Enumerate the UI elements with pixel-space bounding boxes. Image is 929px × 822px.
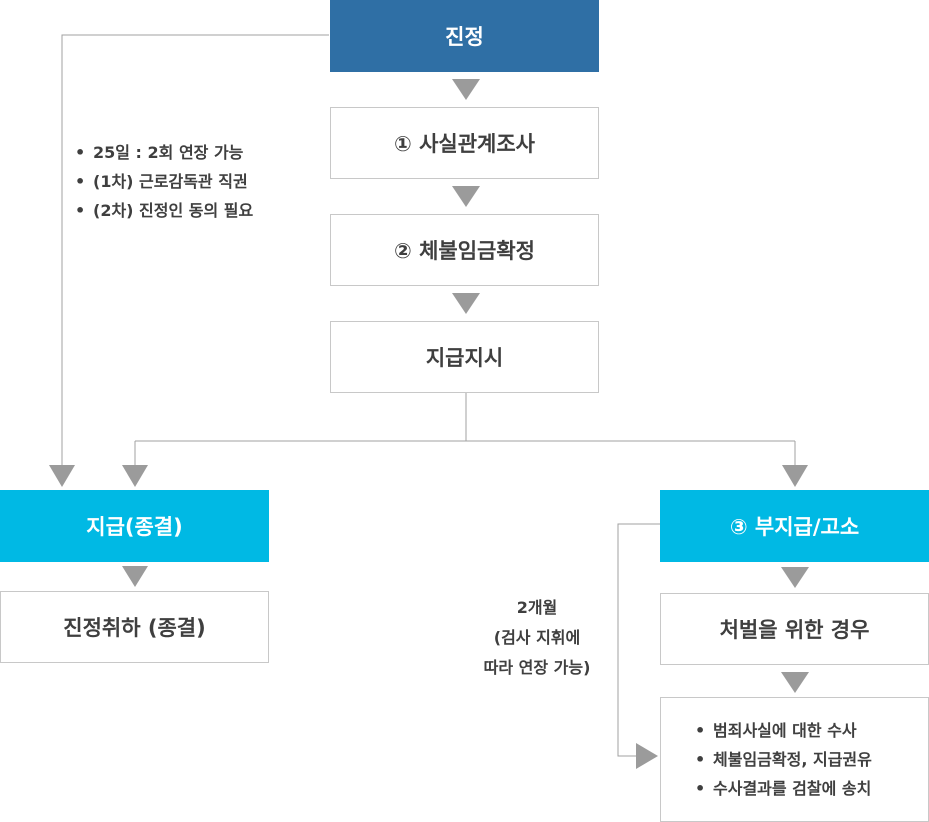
arrow-right-icon (636, 743, 658, 769)
node-withdraw: 진정취하 (종결) (0, 591, 269, 663)
node-punishment-label: 처벌을 위한 경우 (719, 618, 870, 642)
node-petition: 진정 (330, 0, 599, 72)
arrow-down-icon (122, 566, 148, 587)
node-petition-label: 진정 (445, 25, 484, 49)
investigation-period-note: 2개월 (검사 지휘에 따라 연장 가능) (462, 593, 612, 683)
node-payment-order-label: 지급지시 (425, 346, 504, 370)
arrow-down-icon (452, 79, 480, 100)
arrow-down-icon (781, 672, 809, 693)
arrow-down-icon (452, 186, 480, 207)
node-payment-order: 지급지시 (330, 321, 599, 393)
node-unpaid-label: ③ 부지급/고소 (729, 515, 860, 539)
connector-bypass-line (61, 34, 329, 465)
investigation-period-line: 2개월 (516, 598, 558, 617)
left-note-item: (1차) 근로감독관 직권 (75, 167, 253, 196)
arrow-down-icon (782, 465, 808, 487)
node-paid-label: 지급(종결) (86, 515, 183, 539)
investigation-period-line: (검사 지휘에 (493, 628, 581, 647)
left-note-item: (2차) 진정인 동의 필요 (75, 196, 253, 225)
node-unpaid: ③ 부지급/고소 (660, 490, 929, 562)
node-withdraw-label: 진정취하 (종결) (63, 616, 206, 640)
node-punishment: 처벌을 위한 경우 (660, 593, 929, 665)
investigation-list-item: 범죄사실에 대한 수사 (695, 716, 872, 745)
arrow-down-icon (452, 293, 480, 314)
left-note-item: 25일 : 2회 연장 가능 (75, 138, 253, 167)
node-fact-investigation-label: ① 사실관계조사 (393, 132, 535, 156)
connector-investigation-line (617, 523, 660, 757)
node-wage-confirmation: ② 체불임금확정 (330, 214, 599, 286)
arrow-down-icon (122, 465, 148, 487)
investigation-period-line: 따라 연장 가능) (483, 658, 591, 677)
investigation-list-item: 수사결과를 검찰에 송치 (695, 774, 872, 803)
node-fact-investigation: ① 사실관계조사 (330, 107, 599, 179)
node-paid: 지급(종결) (0, 490, 269, 562)
arrow-down-icon (49, 465, 75, 487)
investigation-list-item: 체불임금확정, 지급권유 (695, 745, 872, 774)
investigation-list: 범죄사실에 대한 수사 체불임금확정, 지급권유 수사결과를 검찰에 송치 (695, 716, 872, 803)
left-notes-list: 25일 : 2회 연장 가능 (1차) 근로감독관 직권 (2차) 진정인 동의… (75, 138, 253, 225)
node-investigation-list: 범죄사실에 대한 수사 체불임금확정, 지급권유 수사결과를 검찰에 송치 (660, 697, 929, 822)
node-wage-confirmation-label: ② 체불임금확정 (393, 239, 535, 263)
arrow-down-icon (781, 567, 809, 588)
